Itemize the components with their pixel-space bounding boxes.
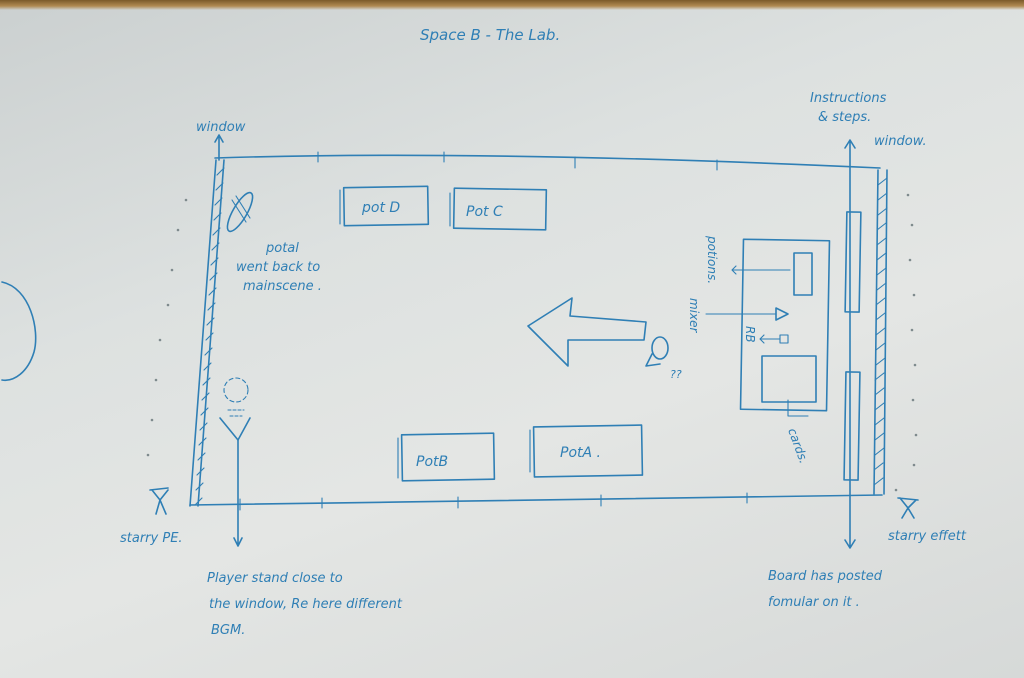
cards-pointer — [787, 399, 809, 417]
portal-label-3: mainscene . — [243, 279, 322, 294]
room-bottom-wall — [189, 494, 883, 506]
board-label-2: fomular on it . — [768, 595, 860, 610]
left-window-wall — [189, 134, 225, 507]
starry-dots — [146, 193, 918, 492]
player-label-2: the window, Re here different — [209, 597, 403, 612]
starry-left-label: starry PE. — [120, 531, 183, 546]
pot-b-box — [397, 432, 496, 482]
room-top-wall — [214, 154, 881, 169]
player-label-3: BGM. — [211, 623, 245, 638]
room-outline — [189, 151, 883, 511]
pot-b-label: PotB — [416, 454, 448, 470]
instructions-label-1: Instructions — [810, 91, 887, 106]
table-edge — [0, 0, 1024, 10]
instructions-board — [843, 139, 862, 549]
window-right-label: window. — [874, 134, 927, 149]
pot-a-label: PotA . — [560, 445, 601, 461]
starry-marker-right-icon — [897, 497, 919, 519]
pot-a-box — [529, 424, 644, 478]
starry-marker-left-icon — [149, 487, 169, 515]
player-figure-icon — [219, 377, 251, 547]
instructions-label-2: & steps. — [818, 110, 871, 125]
potions-label: potions. — [705, 235, 719, 284]
right-window-wall — [873, 169, 888, 495]
question-label: ?? — [670, 368, 682, 381]
window-left-label: window — [196, 120, 246, 135]
sketch-title: Space B - The Lab. — [420, 26, 560, 44]
pot-d-label: pot D — [361, 200, 400, 216]
potions-pointer — [731, 265, 791, 275]
rb-pointer — [759, 334, 781, 344]
cards-label: cards. — [785, 426, 811, 465]
partial-circle-shape — [1, 281, 37, 381]
pot-d-box — [339, 185, 430, 227]
pot-c-label: Pot C — [466, 204, 503, 220]
portal-label-1: potal — [265, 241, 299, 256]
starry-right-label: starry effett — [888, 529, 967, 544]
portal-icon — [226, 191, 254, 233]
player-label-1: Player stand close to — [207, 571, 343, 586]
board-label-1: Board has posted — [768, 569, 883, 584]
pot-c-box — [449, 187, 548, 231]
direction-arrow — [527, 297, 647, 367]
portal-label-2: went back to — [236, 260, 320, 275]
question-character-icon — [645, 336, 669, 367]
rb-label: RB — [743, 326, 757, 343]
potion-table — [705, 238, 831, 417]
mixer-label: mixer — [687, 298, 701, 334]
